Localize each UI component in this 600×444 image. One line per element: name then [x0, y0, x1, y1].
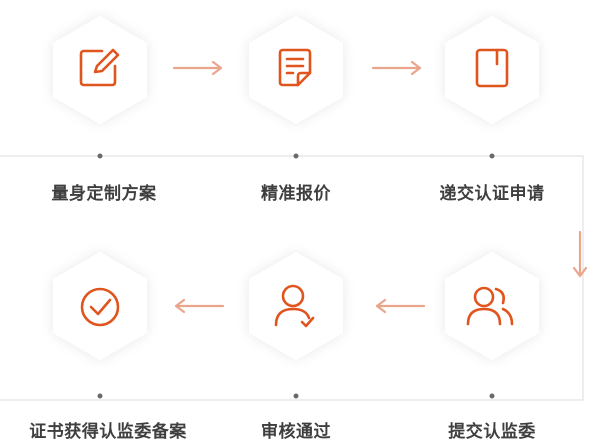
user-check-icon	[274, 284, 315, 328]
step-5-label: 审核通过	[261, 422, 331, 442]
document-icon	[278, 48, 312, 87]
step-6-dot	[97, 393, 103, 399]
step-2-hexagon	[249, 16, 343, 124]
step-1-dot	[97, 153, 103, 159]
connector-line	[0, 155, 584, 401]
check-circle-icon	[80, 287, 120, 327]
step-4-label: 提交认监委	[448, 422, 536, 442]
step-2-label: 精准报价	[261, 184, 331, 204]
users-icon	[466, 286, 514, 326]
step-4-hexagon	[445, 252, 539, 360]
step-6-hexagon	[53, 252, 147, 360]
arrow-right-icon	[371, 60, 422, 76]
step-2-dot	[293, 153, 299, 159]
arrow-right-icon	[172, 60, 223, 76]
step-3-label: 递交认证申请	[439, 184, 545, 204]
arrow-left-icon	[174, 298, 225, 314]
edit-icon	[79, 48, 120, 87]
step-5-dot	[293, 393, 299, 399]
step-4-dot	[489, 393, 495, 399]
notebook-icon	[475, 48, 509, 88]
step-1-label: 量身定制方案	[51, 184, 157, 204]
arrow-left-icon	[375, 298, 426, 314]
step-6-label: 证书获得认监委备案	[29, 422, 187, 442]
step-3-hexagon	[445, 16, 539, 124]
step-3-dot	[489, 153, 495, 159]
arrow-down-icon	[572, 230, 588, 278]
